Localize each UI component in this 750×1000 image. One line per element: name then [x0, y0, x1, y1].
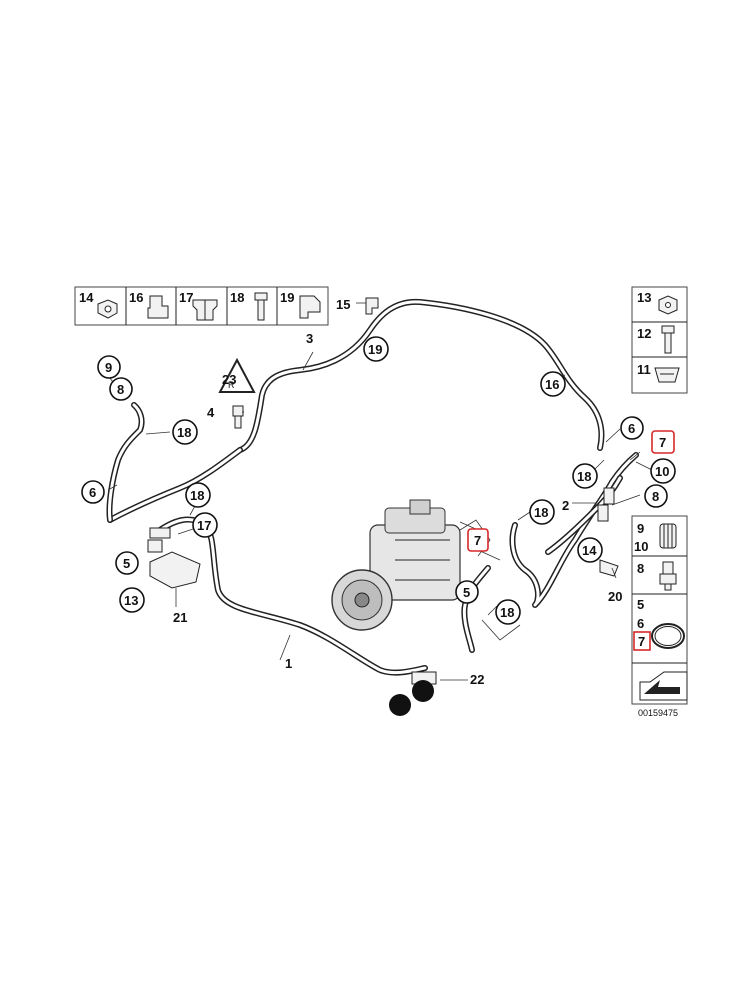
callout-highlight-7b: 7 [651, 430, 675, 454]
right-label-6: 6 [637, 616, 644, 631]
right-label-11: 11 [637, 362, 651, 377]
direction-arrow-icon [639, 671, 688, 701]
svg-text:6: 6 [628, 421, 635, 436]
callout-circle-18c: 18 [572, 463, 598, 489]
screw-icon [661, 325, 675, 354]
double-clip-icon [192, 299, 218, 321]
svg-text:9: 9 [105, 360, 112, 375]
svg-text:14: 14 [582, 543, 597, 558]
pipe-clip-17-icon [149, 527, 171, 539]
valve-core-icon [659, 561, 677, 591]
callout-circle-18d: 18 [529, 499, 555, 525]
warning-label-icon: R [218, 357, 256, 393]
svg-text:7: 7 [659, 435, 666, 450]
bracket-21-icon [149, 551, 201, 589]
strip-label-16: 16 [129, 290, 143, 305]
callout-circle-13: 13 [119, 587, 145, 613]
right-label-9: 9 [637, 521, 644, 536]
callout-circle-14: 14 [577, 537, 603, 563]
svg-text:17: 17 [197, 518, 211, 533]
bolt-icon [254, 292, 268, 321]
bracket-20-icon [599, 559, 619, 577]
svg-text:18: 18 [534, 505, 548, 520]
hex-nut-icon [658, 295, 678, 315]
flange-nut-icon [97, 299, 118, 319]
rubber-grommet-2 [412, 680, 434, 702]
callout-15: 15 [336, 297, 350, 312]
callout-1: 1 [285, 656, 292, 671]
callouts: 1 2 3 4 23 15 21 22 20 9 8 18 6 18 [81, 297, 676, 687]
svg-text:13: 13 [124, 593, 138, 608]
spring-nut-icon [654, 367, 680, 383]
callout-circle-6b: 6 [620, 416, 644, 440]
callout-circle-5b: 5 [455, 580, 479, 604]
callout-circle-9: 9 [97, 355, 121, 379]
right-label-8: 8 [637, 561, 644, 576]
o-ring-icon [651, 623, 685, 649]
misc-parts: R [147, 297, 619, 716]
callout-20: 20 [608, 589, 622, 604]
svg-text:R: R [228, 380, 235, 390]
svg-text:18: 18 [500, 605, 514, 620]
strip-label-14: 14 [79, 290, 94, 305]
callout-circle-6a: 6 [81, 480, 105, 504]
svg-text:18: 18 [577, 469, 591, 484]
right-parts-column: 13 12 11 9 10 8 [631, 286, 688, 718]
holder-clip-icon [365, 297, 379, 315]
right-label-13: 13 [637, 290, 651, 305]
svg-text:7: 7 [474, 533, 481, 548]
callout-21: 21 [173, 610, 187, 625]
clip-icon [147, 295, 169, 319]
service-valve-icon [597, 487, 615, 522]
callout-circle-8a: 8 [109, 377, 133, 401]
part-number-code: 00159475 [638, 708, 678, 718]
callout-circle-19: 19 [363, 336, 389, 362]
svg-text:5: 5 [123, 556, 130, 571]
svg-text:8: 8 [652, 489, 659, 504]
svg-text:18: 18 [177, 425, 191, 440]
callout-circle-10: 10 [650, 458, 676, 484]
svg-text:6: 6 [89, 485, 96, 500]
callout-circle-17: 17 [192, 512, 218, 538]
right-highlight-box-7 [633, 631, 651, 651]
top-parts-strip: 14 16 17 18 19 [74, 286, 329, 326]
callout-circle-16: 16 [540, 371, 566, 397]
svg-text:5: 5 [463, 585, 470, 600]
callout-highlight-7a: 7 [467, 528, 489, 552]
callout-circle-18a: 18 [172, 419, 198, 445]
right-label-12: 12 [637, 326, 651, 341]
right-label-10: 10 [634, 539, 648, 554]
strip-label-17: 17 [179, 290, 193, 305]
pipe-clip-left-icon [147, 539, 163, 553]
right-label-7: 7 [638, 634, 645, 649]
callout-23: 23 [222, 372, 236, 387]
callout-circle-18b: 18 [185, 482, 211, 508]
svg-text:10: 10 [655, 464, 669, 479]
pressure-sensor-icon [232, 405, 244, 429]
callout-22: 22 [470, 672, 484, 687]
callout-circle-8b: 8 [644, 484, 668, 508]
svg-text:18: 18 [190, 488, 204, 503]
callout-circle-18e: 18 [495, 599, 521, 625]
svg-text:19: 19 [368, 342, 382, 357]
callout-3: 3 [306, 331, 313, 346]
right-label-5: 5 [637, 597, 644, 612]
ac-compressor [331, 499, 461, 631]
strip-label-19: 19 [280, 290, 294, 305]
svg-text:16: 16 [545, 377, 559, 392]
valve-cap-icon [659, 523, 677, 549]
svg-text:8: 8 [117, 382, 124, 397]
rubber-grommet-1 [389, 694, 411, 716]
bracket-clip-icon [299, 295, 321, 319]
callout-2: 2 [562, 498, 569, 513]
bracket-22-icon [411, 671, 437, 685]
callout-circle-5a: 5 [115, 551, 139, 575]
strip-label-18: 18 [230, 290, 244, 305]
callout-4: 4 [207, 405, 215, 420]
